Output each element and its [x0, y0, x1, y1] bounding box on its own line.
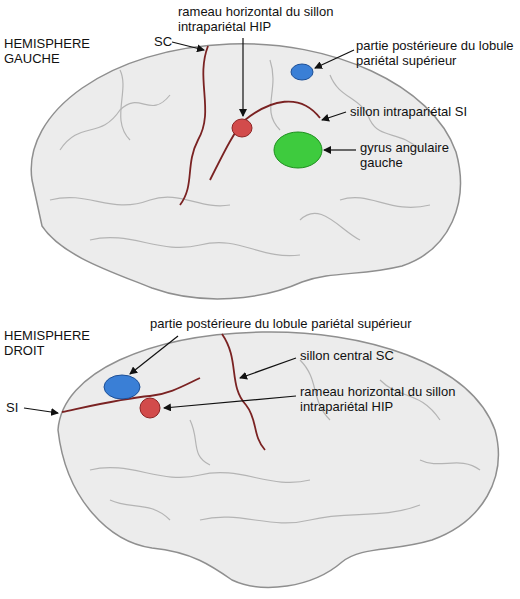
sulci	[62, 334, 265, 450]
label: rameau horizontal du sillon intrapariéta…	[300, 384, 472, 414]
label: HEMISPHERE GAUCHE	[4, 36, 96, 66]
sulci	[180, 46, 320, 205]
label: SI	[6, 400, 18, 415]
parietal-region	[104, 375, 140, 399]
leader-lines	[172, 38, 356, 150]
label: partie postérieure du lobule pariétal su…	[356, 38, 516, 68]
label: gyrus angulaire gauche	[360, 140, 460, 170]
label: sillon central SC	[300, 348, 394, 363]
angular-gyrus	[274, 132, 322, 168]
leader-lines	[24, 336, 296, 413]
parietal-region	[291, 64, 313, 80]
hip-region	[140, 398, 160, 418]
hip-region	[232, 119, 252, 137]
gyri	[90, 360, 480, 523]
label: rameau horizontal du sillon intrapariéta…	[178, 4, 350, 34]
right-hemisphere	[58, 332, 498, 587]
label: SC	[154, 34, 172, 49]
left-hemisphere	[31, 44, 460, 299]
label: partie postérieure du lobule pariétal su…	[150, 316, 412, 331]
label: sillon intrapariétal SI	[350, 104, 467, 119]
label: HEMISPHERE DROIT	[4, 328, 96, 358]
